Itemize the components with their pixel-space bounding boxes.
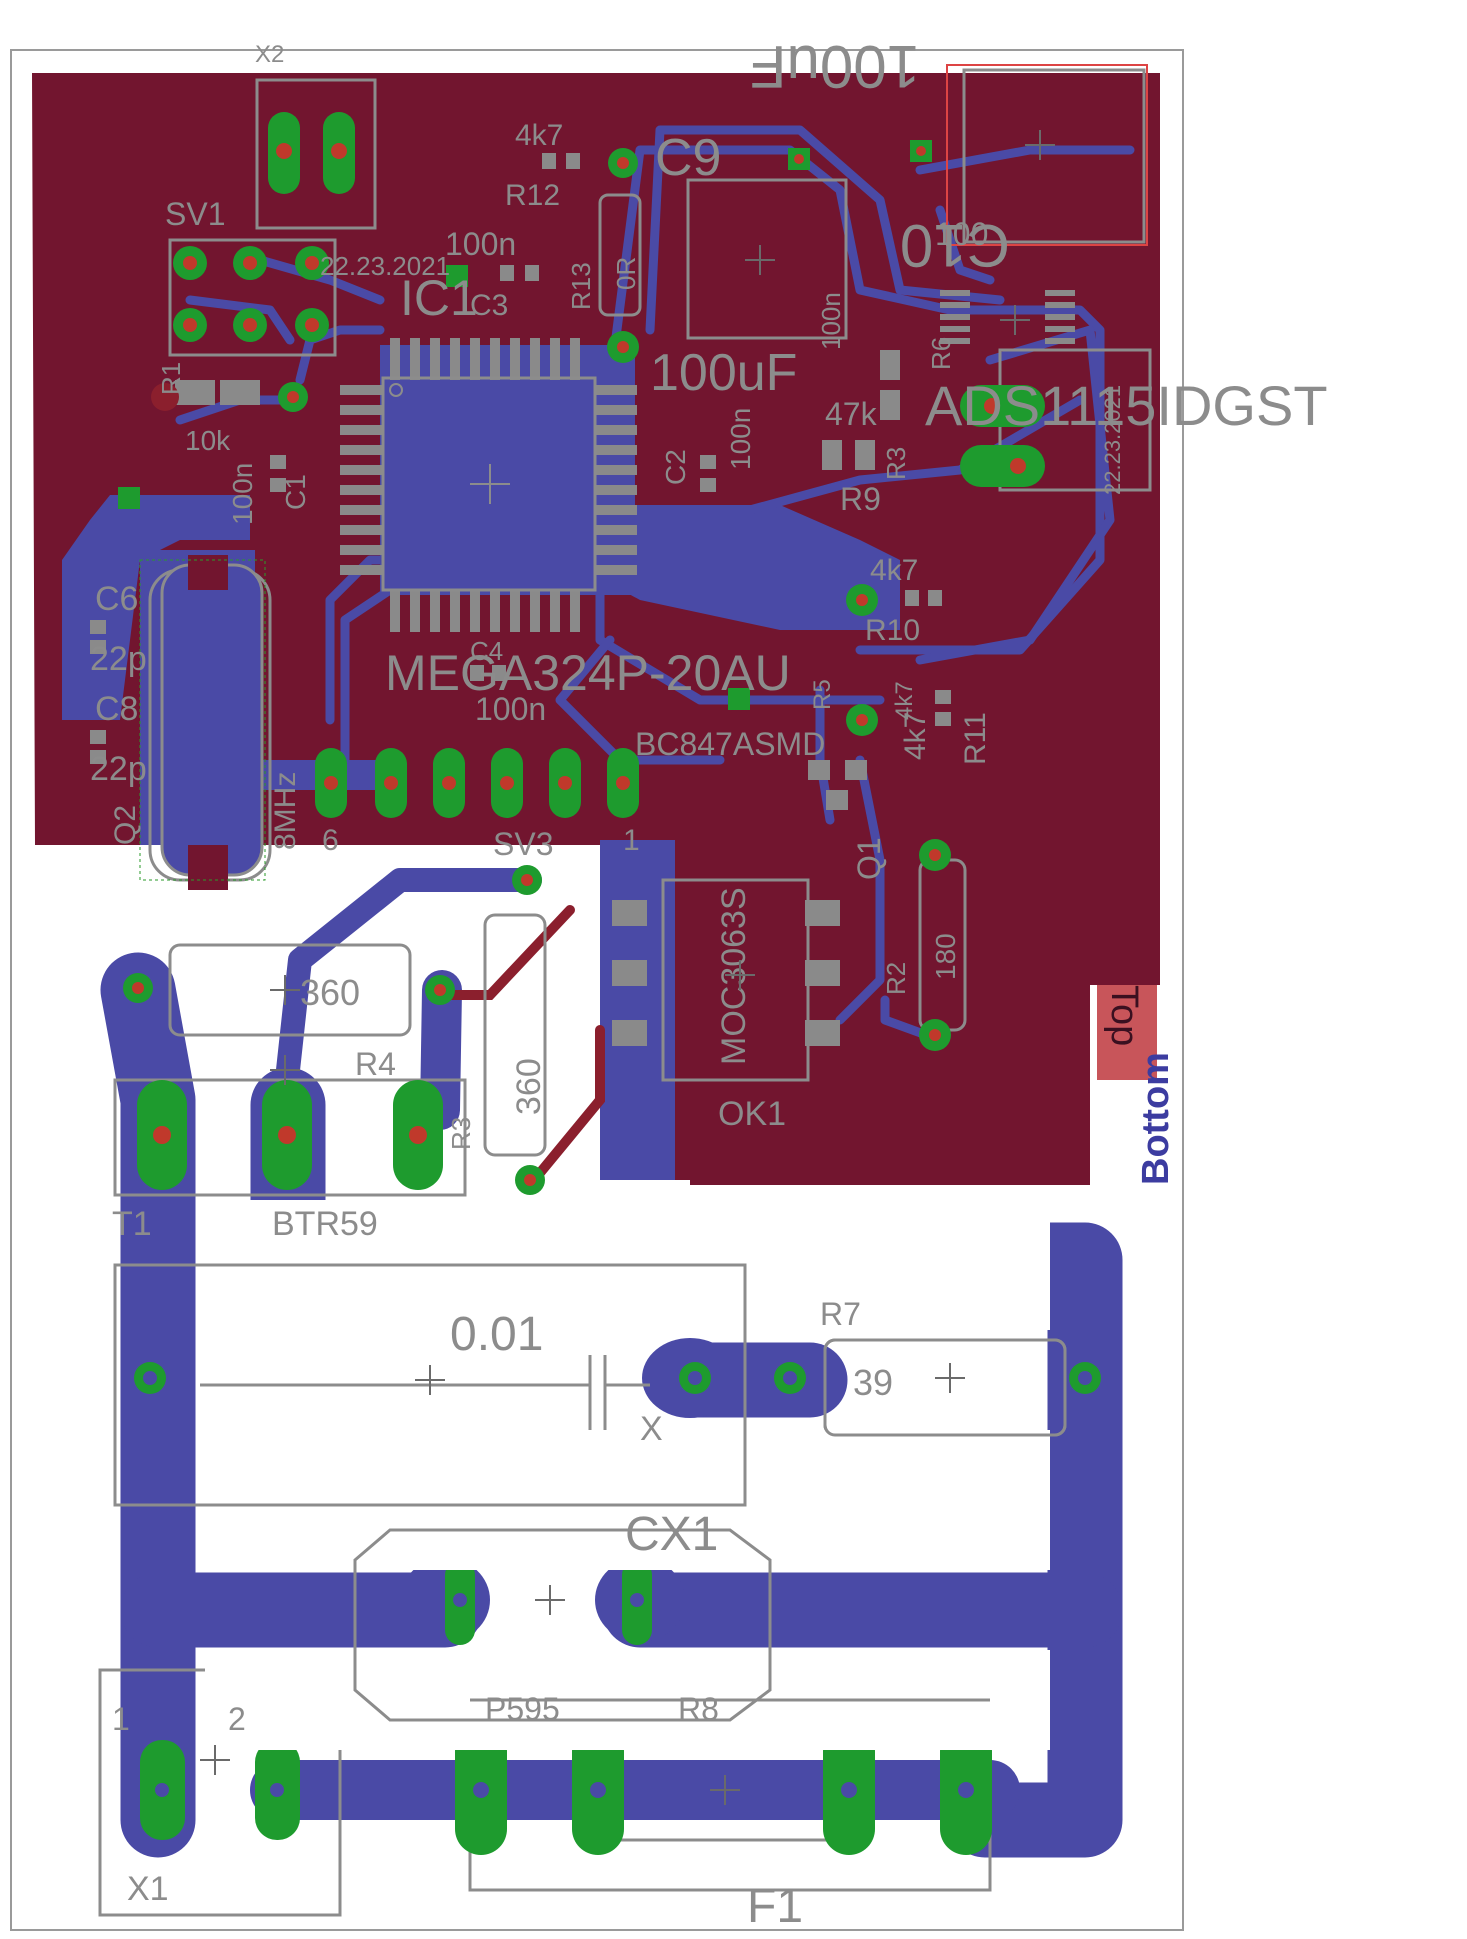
center-markers — [200, 130, 1055, 1805]
label-r3b-name: R3 — [446, 1117, 476, 1150]
layer-tags: Bottom Top — [1097, 985, 1177, 1185]
label-x2: X2 — [255, 41, 284, 68]
label-r1-value: 10k — [185, 425, 231, 456]
label-c8-value: 22p — [90, 750, 147, 788]
label-c10-value2: 100 — [935, 216, 988, 252]
label-c2-name: C2 — [660, 449, 691, 485]
label-q2-value: 8MHz — [269, 772, 302, 850]
label-r4-value: 360 — [300, 972, 360, 1013]
label-c3-value: 100n — [445, 226, 516, 262]
crystal-q2 — [139, 555, 266, 890]
label-date1: 22.23.2021 — [320, 251, 450, 281]
label-c10-name: C10 — [900, 212, 1010, 279]
label-date2: 22.23.2021 — [1100, 385, 1125, 495]
label-x1-pin2: 2 — [228, 1701, 246, 1737]
label-ads1115: ADS1115IDGST — [925, 374, 1328, 437]
moc3063-pads — [612, 900, 840, 1046]
label-c4-name: C4 — [470, 636, 503, 666]
label-q1-name: Q1 — [851, 837, 887, 880]
label-r3b-value: 360 — [510, 1058, 548, 1115]
label-cx-name: CX1 — [625, 1508, 718, 1561]
label-r12-value: 4k7 — [515, 119, 563, 152]
label-r9-name: R9 — [840, 481, 881, 517]
label-r12-name: R12 — [505, 179, 560, 212]
label-r6-value: 47k — [825, 396, 878, 432]
c10-outline — [946, 64, 1148, 246]
label-r1-name: R1 — [156, 362, 186, 395]
label-r4-name: R4 — [355, 1046, 396, 1082]
label-c8-name: C8 — [95, 690, 138, 728]
label-c9: C9 — [655, 129, 721, 187]
label-r5-value: 4k7 — [891, 681, 918, 720]
label-mcu: MEGA324P-20AU — [385, 645, 791, 701]
label-r11-name: R11 — [959, 712, 992, 765]
label-q2-name: Q2 — [109, 805, 142, 845]
label-r7-name: R7 — [820, 1296, 861, 1332]
label-r3-name: R3 — [881, 447, 911, 480]
label-c2-value: 100n — [725, 408, 756, 470]
label-c6-name: C6 — [95, 580, 138, 618]
label-ic1: IC1 — [400, 270, 478, 326]
top-traces — [435, 905, 605, 1190]
ads1115-ic — [940, 290, 1075, 344]
label-r13-name: R13 — [566, 262, 596, 310]
lower-silkscreen — [113, 1263, 1067, 1892]
label-r10-value: 4k7 — [870, 554, 918, 587]
label-top: Top — [1103, 985, 1145, 1046]
label-r2-name: R2 — [881, 962, 911, 995]
label-c4-value: 100n — [475, 691, 546, 727]
label-r11-value: 4k7 — [899, 712, 932, 760]
label-f1-value: P595 — [485, 1691, 560, 1727]
label-bottom: Bottom — [1135, 1052, 1177, 1185]
label-r10-name: R10 — [865, 614, 920, 647]
label-f1-name: F1 — [747, 1880, 803, 1933]
label-c3-name: C3 — [470, 289, 508, 322]
through-hole-pads — [118, 112, 1101, 1855]
label-r7-value: 39 — [853, 1362, 893, 1403]
label-sv3-pin1: 1 — [623, 824, 640, 857]
label-c10-value: 100uF — [750, 33, 920, 100]
label-c1-name: C1 — [280, 474, 311, 510]
label-u1-value: 100n — [816, 292, 846, 350]
label-sv1: SV1 — [165, 196, 225, 232]
label-sv3-pin6: 6 — [322, 824, 339, 857]
white-regions — [205, 1200, 1050, 1750]
label-c9-value: 100uF — [650, 344, 797, 402]
label-cx-mark: X — [640, 1410, 663, 1448]
label-c1-value: 100n — [227, 463, 258, 525]
label-r13-value: 0R — [611, 257, 641, 290]
label-q1-value: BC847ASMD — [635, 726, 825, 762]
label-cx-value: 0.01 — [450, 1308, 543, 1361]
label-t1-name: T1 — [112, 1205, 152, 1243]
label-c6-value: 22p — [90, 640, 147, 678]
label-r8-name: R8 — [678, 1691, 719, 1727]
silkscreen-labels: X2 SV1 4k7 R12 C9 100uF C10 100 100n C3 … — [90, 33, 1328, 1933]
label-ok1-value: MOC3063S — [715, 887, 753, 1065]
mcu-ic1 — [340, 338, 637, 632]
label-r6-name: R6 — [926, 337, 956, 370]
label-t1-value: BTR59 — [272, 1205, 378, 1243]
label-ok1-name: OK1 — [718, 1095, 786, 1133]
label-sv3-name: SV3 — [493, 826, 553, 862]
label-r2-value: 180 — [930, 933, 961, 980]
smd-passive-pads — [90, 153, 951, 810]
label-x1-pin1: 1 — [112, 1701, 130, 1737]
label-x1-name: X1 — [127, 1870, 169, 1908]
label-r5-name: R5 — [809, 679, 836, 710]
